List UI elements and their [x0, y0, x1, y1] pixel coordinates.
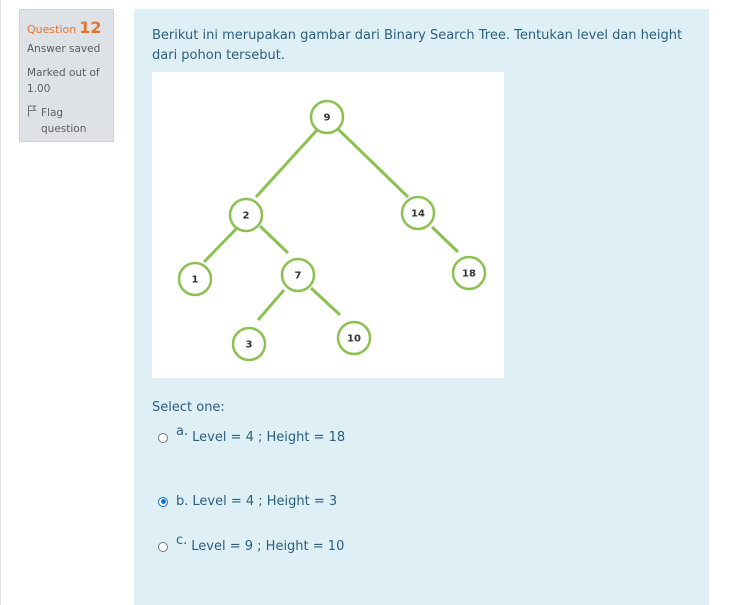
node-2 [228, 197, 264, 233]
edge-9-2 [254, 128, 319, 199]
node-10 [336, 320, 372, 356]
grade-info: Marked out of 1.00 [27, 67, 100, 95]
flag-question-label: Flag question [41, 107, 87, 135]
radio-b[interactable] [158, 496, 168, 507]
node-7 [280, 257, 316, 293]
node-1 [177, 261, 213, 297]
answer-option-b[interactable]: b. Level = 4 ; Height = 3 [158, 494, 337, 509]
answer-option-a[interactable]: a. Level = 4 ; Height = 18 [158, 424, 346, 445]
tree-node-labels: 9 2 14 1 7 18 3 10 [192, 113, 476, 351]
node-14 [400, 195, 436, 231]
node-label: 18 [462, 269, 476, 280]
flag-question-link[interactable]: Flag question [27, 105, 106, 137]
edge-7-10 [309, 286, 342, 317]
option-text: Level = 9 ; Height = 10 [191, 539, 345, 554]
node-9 [309, 99, 345, 135]
node-label: 9 [324, 113, 331, 124]
answer-option-c[interactable]: c. Level = 9 ; Height = 10 [158, 533, 345, 554]
node-label: 10 [347, 334, 361, 345]
question-label: Question [27, 23, 77, 36]
edge-9-14 [335, 126, 410, 199]
question-text: Berikut ini merupakan gambar dari Binary… [152, 28, 683, 63]
option-letter: b. [176, 494, 189, 509]
option-text: Level = 4 ; Height = 18 [192, 430, 346, 445]
select-one-prompt: Select one: [152, 400, 225, 415]
node-label: 1 [192, 275, 199, 286]
frame-border [0, 0, 1, 605]
node-label: 14 [411, 209, 425, 220]
option-letter: c. [176, 533, 188, 548]
node-label: 3 [246, 340, 253, 351]
bst-diagram: 9 2 14 1 7 18 3 10 [177, 99, 487, 362]
radio-a[interactable] [158, 432, 168, 443]
answer-state: Answer saved [27, 43, 101, 55]
option-text: Level = 4 ; Height = 3 [192, 494, 338, 509]
tree-nodes [177, 99, 487, 362]
radio-c[interactable] [158, 541, 168, 552]
question-number: Question 12 [27, 18, 106, 37]
question-info-panel: Question 12 Answer saved Marked out of 1… [19, 9, 114, 142]
flag-icon [28, 105, 37, 117]
node-18 [451, 255, 487, 291]
option-letter: a. [176, 424, 189, 439]
node-label: 2 [243, 211, 250, 222]
tree-edges [202, 126, 460, 321]
question-content: Berikut ini merupakan gambar dari Binary… [134, 9, 709, 605]
bst-figure: 9 2 14 1 7 18 3 10 [152, 72, 504, 378]
edge-2-1 [202, 226, 239, 264]
edge-2-7 [258, 224, 290, 255]
edge-14-18 [430, 225, 460, 254]
node-label: 7 [295, 271, 302, 282]
node-3 [231, 326, 267, 362]
question-number-value: 12 [79, 18, 102, 37]
edge-7-3 [256, 289, 286, 321]
